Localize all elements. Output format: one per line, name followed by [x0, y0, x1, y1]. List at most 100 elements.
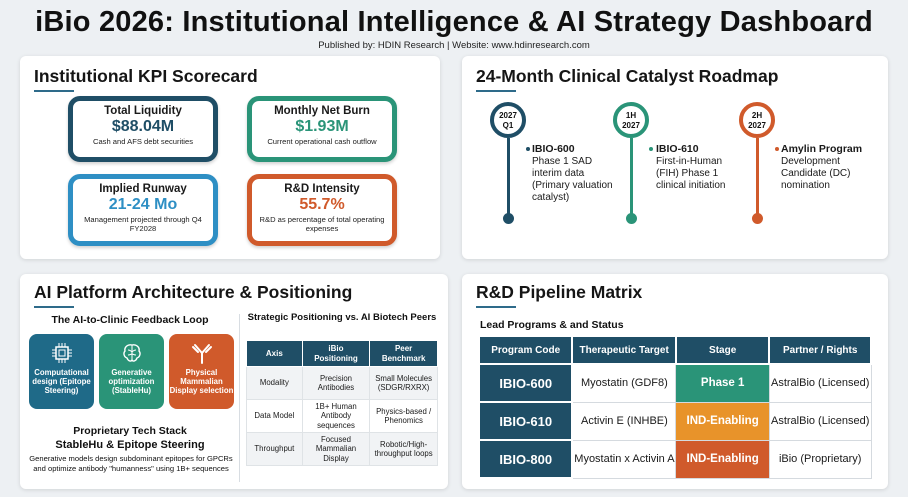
ai-panel-divider — [239, 314, 240, 482]
kpi-value: $1.93M — [295, 118, 349, 135]
positioning-cell: Throughput — [246, 432, 303, 466]
kpi-value: 55.7% — [299, 196, 345, 213]
roadmap-period-3: 2H 2027 — [739, 102, 775, 138]
ai-platform-panel: AI Platform Architecture & Positioning T… — [20, 274, 448, 489]
pipeline-panel-title: R&D Pipeline Matrix — [476, 282, 643, 302]
roadmap-period-bottom: 2027 — [748, 121, 766, 130]
loop-box-label: Physical Mammalian Display selection — [169, 368, 234, 395]
positioning-cell: 1B+ Human Antibody sequences — [301, 399, 371, 433]
table-row: IBIO-800 Myostatin x Activin A IND-Enabl… — [477, 439, 872, 479]
kpi-card-total-liquidity: Total Liquidity $88.04M Cash and AFS deb… — [68, 96, 218, 162]
roadmap-item-2: IBIO-610 First-in-Human (FIH) Phase 1 cl… — [656, 143, 746, 192]
page-title: iBio 2026: Institutional Intelligence & … — [35, 6, 873, 38]
therapeutic-target: Activin E (INHBE) — [571, 401, 677, 441]
kpi-title-underline — [34, 90, 74, 92]
roadmap-program: IBIO-610 — [656, 143, 699, 155]
loop-box-label: Generative optimization (StableHu) — [108, 368, 155, 395]
kpi-card-implied-runway: Implied Runway 21-24 Mo Management proje… — [68, 174, 218, 246]
computer-chip-icon — [51, 343, 72, 363]
roadmap-item-1: IBIO-600 Phase 1 SAD interim data (Prima… — [532, 143, 622, 204]
roadmap-period-bottom: Q1 — [502, 121, 514, 130]
stage-badge: IND-Enabling — [675, 439, 770, 479]
kpi-note: Cash and AFS debt securities — [92, 137, 194, 146]
positioning-cell: Small Molecules (SDGR/RXRX) — [369, 366, 438, 400]
kpi-note: Current operational cash outflow — [267, 137, 377, 146]
positioning-cell: Physics-based / Phenomics — [369, 399, 438, 433]
roadmap-period-2: 1H 2027 — [613, 102, 649, 138]
loop-box-computational-design: Computational design (Epitope Steering) — [29, 334, 94, 409]
pipeline-subtitle: Lead Programs & and Status — [480, 319, 624, 331]
pipeline-panel: R&D Pipeline Matrix Lead Programs & and … — [462, 274, 888, 489]
kpi-label: Monthly Net Burn — [274, 105, 370, 117]
loop-box-label: Computational design (Epitope Steering) — [32, 368, 91, 395]
positioning-title: Strategic Positioning vs. AI Biotech Pee… — [247, 312, 437, 323]
ai-platform-title-underline — [34, 306, 74, 308]
roadmap-period-top: 2027 — [499, 111, 517, 120]
brain-icon — [122, 344, 141, 362]
pipeline-header-code: Program Code — [477, 335, 574, 365]
partner-rights: AstralBio (Licensed) — [768, 401, 872, 441]
table-row: Throughput Focused Mammalian Display Rob… — [246, 432, 438, 466]
stage-badge: Phase 1 — [675, 363, 770, 403]
partner-rights: iBio (Proprietary) — [768, 439, 872, 479]
partner-rights: AstralBio (Licensed) — [768, 363, 872, 403]
positioning-table: Axis iBio Positioning Peer Benchmark Mod… — [246, 340, 438, 466]
roadmap-end-dot-2 — [626, 213, 637, 224]
positioning-header-axis: Axis — [246, 340, 303, 367]
roadmap-period-top: 2H — [751, 111, 763, 120]
kpi-card-rd-intensity: R&D Intensity 55.7% R&D as percentage of… — [247, 174, 397, 246]
stage-badge: IND-Enabling — [675, 401, 770, 441]
kpi-label: R&D Intensity — [284, 183, 360, 195]
program-code: IBIO-610 — [477, 401, 574, 441]
roadmap-program: IBIO-600 — [532, 143, 575, 155]
roadmap-bullet-1 — [526, 147, 530, 151]
kpi-panel: Institutional KPI Scorecard Total Liquid… — [20, 56, 440, 259]
roadmap-desc: Development Candidate (DC) nomination — [781, 156, 851, 191]
program-code: IBIO-600 — [477, 363, 574, 403]
table-row: IBIO-610 Activin E (INHBE) IND-Enabling … — [477, 401, 872, 441]
therapeutic-target: Myostatin (GDF8) — [571, 363, 677, 403]
pipeline-header-partner: Partner / Rights — [768, 335, 872, 365]
table-row: IBIO-600 Myostatin (GDF8) Phase 1 Astral… — [477, 363, 872, 403]
tech-stack-subtitle: StableHu & Epitope Steering — [55, 439, 205, 451]
roadmap-period-bottom: 2027 — [622, 121, 640, 130]
roadmap-bullet-3 — [775, 147, 779, 151]
tech-stack-title: Proprietary Tech Stack — [73, 425, 187, 437]
kpi-card-monthly-net-burn: Monthly Net Burn $1.93M Current operatio… — [247, 96, 397, 162]
table-row: Data Model 1B+ Human Antibody sequences … — [246, 399, 438, 433]
tech-stack-description: Generative models design subdominant epi… — [29, 454, 233, 473]
feedback-loop-title: The AI-to-Clinic Feedback Loop — [51, 314, 209, 326]
roadmap-title-underline — [476, 90, 516, 92]
pipeline-title-underline — [476, 306, 516, 308]
positioning-header-ibio: iBio Positioning — [301, 340, 371, 367]
loop-box-physical-display: Physical Mammalian Display selection — [169, 334, 234, 409]
pipeline-table-header: Program Code Therapeutic Target Stage Pa… — [477, 335, 872, 365]
pipeline-table: Program Code Therapeutic Target Stage Pa… — [477, 335, 872, 479]
antibody-icon — [191, 344, 212, 364]
roadmap-period-top: 1H — [625, 111, 637, 120]
kpi-value: 21-24 Mo — [108, 196, 178, 213]
program-code: IBIO-800 — [477, 439, 574, 479]
roadmap-line-1 — [507, 138, 510, 218]
roadmap-period-1: 2027 Q1 — [490, 102, 526, 138]
positioning-table-header: Axis iBio Positioning Peer Benchmark — [246, 340, 438, 367]
positioning-cell: Data Model — [246, 399, 303, 433]
positioning-header-peer: Peer Benchmark — [369, 340, 438, 367]
page-subtitle: Published by: HDIN Research | Website: w… — [318, 40, 590, 51]
roadmap-panel-title: 24-Month Clinical Catalyst Roadmap — [476, 66, 779, 86]
roadmap-end-dot-3 — [752, 213, 763, 224]
ai-platform-panel-title: AI Platform Architecture & Positioning — [34, 282, 353, 302]
positioning-cell: Focused Mammalian Display — [301, 432, 371, 466]
kpi-note: R&D as percentage of total operating exp… — [259, 215, 385, 233]
loop-box-generative-optimization: Generative optimization (StableHu) — [99, 334, 164, 409]
roadmap-line-2 — [630, 138, 633, 218]
pipeline-header-target: Therapeutic Target — [571, 335, 677, 365]
pipeline-header-stage: Stage — [674, 335, 771, 365]
roadmap-program: Amylin Program — [781, 143, 863, 155]
kpi-value: $88.04M — [111, 118, 175, 135]
positioning-cell: Precision Antibodies — [301, 366, 371, 400]
roadmap-item-3: Amylin Program Development Candidate (DC… — [781, 143, 885, 192]
roadmap-end-dot-1 — [503, 213, 514, 224]
roadmap-line-3 — [756, 138, 759, 218]
kpi-note: Management projected through Q4 FY2028 — [84, 215, 202, 233]
